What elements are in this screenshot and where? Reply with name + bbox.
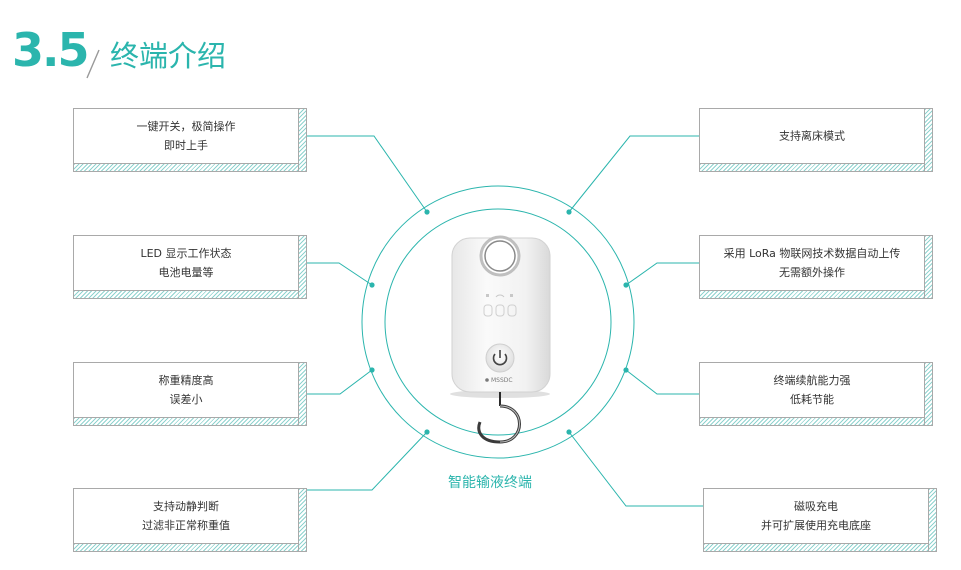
- connector-left-3: [299, 369, 373, 395]
- feature-card-motion-detection: 支持动静判断 过滤非正常称重值: [73, 488, 307, 552]
- feature-line: 采用 LoRa 物联网技术数据自动上传: [723, 247, 901, 260]
- outer-ring: [361, 185, 635, 459]
- feature-line: 低耗节能: [790, 393, 834, 406]
- connector-right-4: [568, 431, 703, 507]
- feature-line: 一键开关，极简操作: [136, 120, 236, 133]
- divider-slash: [86, 49, 100, 79]
- feature-line: 误差小: [169, 393, 203, 406]
- feature-line: 无需额外操作: [779, 266, 845, 279]
- inner-ring: [384, 208, 612, 436]
- device-caption: 智能输液终端: [448, 475, 532, 491]
- feature-card-off-bed-mode: 支持离床模式: [699, 108, 933, 172]
- feature-card-led-display: LED 显示工作状态 电池电量等: [73, 235, 307, 299]
- connector-left-2: [299, 262, 373, 286]
- feature-line: 即时上手: [164, 139, 208, 152]
- feature-line: 终端续航能力强: [773, 374, 851, 387]
- connector-left-1: [299, 135, 428, 213]
- feature-line: 过滤非正常称重值: [142, 519, 230, 532]
- connector-right-2: [625, 262, 699, 286]
- connector-right-1: [568, 135, 699, 213]
- hanging-ring-icon: [479, 235, 521, 277]
- feature-line: 并可扩展使用充电底座: [761, 519, 871, 532]
- device-brand-logo: MSSDC: [491, 377, 513, 384]
- feature-line: LED 显示工作状态: [140, 247, 232, 260]
- section-title: 终端介绍: [110, 39, 227, 73]
- hook-icon: [477, 392, 521, 444]
- feature-line: 支持离床模式: [779, 129, 845, 143]
- feature-line: 磁吸充电: [794, 500, 838, 513]
- infusion-terminal-device: MSSDC: [450, 235, 551, 444]
- feature-card-battery-life: 终端续航能力强 低耗节能: [699, 362, 933, 426]
- feature-line: 称重精度高: [158, 374, 214, 387]
- power-button-icon: [485, 343, 515, 373]
- feature-line: 电池电量等: [158, 266, 214, 279]
- digit-display: [483, 304, 517, 317]
- connector-right-3: [625, 369, 699, 395]
- feature-line: 支持动静判断: [153, 500, 219, 513]
- status-led-icons: [486, 294, 513, 298]
- feature-card-weighing-accuracy: 称重精度高 误差小: [73, 362, 307, 426]
- connector-left-4: [299, 431, 428, 491]
- section-number: 3.5: [12, 23, 89, 77]
- feature-card-lora-upload: 采用 LoRa 物联网技术数据自动上传 无需额外操作: [699, 235, 933, 299]
- feature-card-magnetic-charging: 磁吸充电 并可扩展使用充电底座: [703, 488, 937, 552]
- feature-card-one-key-switch: 一键开关，极简操作 即时上手: [73, 108, 307, 172]
